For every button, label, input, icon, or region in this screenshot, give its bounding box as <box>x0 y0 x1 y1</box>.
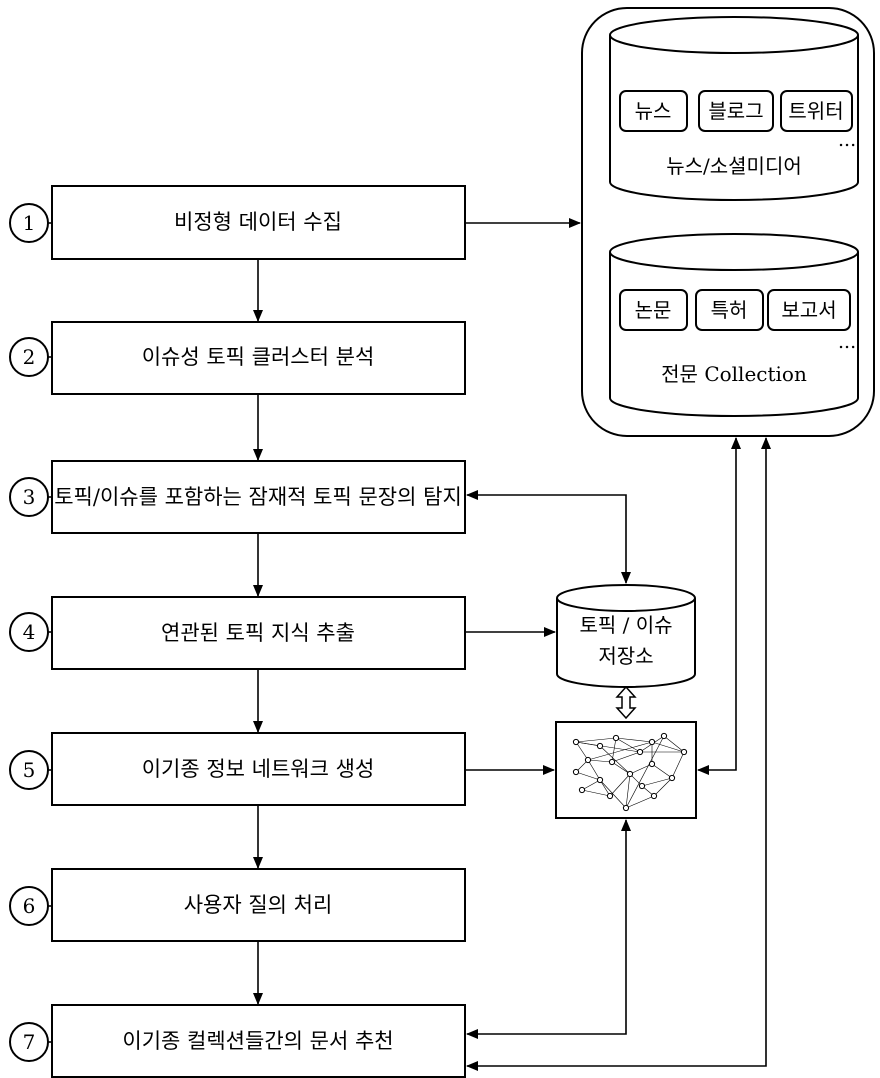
blog-item-label: 블로그 <box>708 99 763 123</box>
step-label: 연관된 토픽 지식 추출 <box>161 621 355 645</box>
news-item-label: 뉴스 <box>635 99 672 123</box>
step-number: 7 <box>23 1030 36 1054</box>
step-label: 이기종 정보 네트워크 생성 <box>142 757 375 781</box>
cylinder-top <box>610 17 858 53</box>
step-label: 비정형 데이터 수집 <box>174 210 342 234</box>
step-number: 2 <box>23 345 36 369</box>
paper-item-label: 논문 <box>635 298 672 322</box>
topic-issue-store-db: 토픽 / 이슈 저장소 <box>557 585 695 687</box>
step-label: 이슈성 토픽 클러스터 분석 <box>142 345 375 369</box>
step-1: 1 비정형 데이터 수집 <box>10 186 465 259</box>
step-label: 사용자 질의 처리 <box>184 893 333 917</box>
professional-collection-db: 논문 특허 보고서 ... 전문 Collection <box>610 234 858 416</box>
store-network-link-arrow <box>617 687 635 718</box>
pro-db-label: 전문 Collection <box>661 362 807 386</box>
topic-store-label-line2: 저장소 <box>598 644 653 668</box>
ellipsis: ... <box>838 331 856 353</box>
patent-item-label: 특허 <box>711 298 748 322</box>
step-6: 6 사용자 질의 처리 <box>10 869 465 941</box>
step-5: 5 이기종 정보 네트워크 생성 <box>10 733 465 805</box>
news-db-label: 뉴스/소셜미디어 <box>666 154 802 178</box>
report-item-label: 보고서 <box>781 298 836 322</box>
step-number: 6 <box>23 894 36 918</box>
step-number: 5 <box>23 758 36 782</box>
cylinder-body <box>610 252 858 416</box>
arrow-network-collections-bidirectional <box>698 438 736 770</box>
twitter-item-label: 트위터 <box>788 99 843 123</box>
arrow-step3-store-bidirectional <box>467 495 626 583</box>
step-7: 7 이기종 컬렉션들간의 문서 추천 <box>10 1005 465 1077</box>
step-number: 3 <box>23 485 36 509</box>
step-label: 이기종 컬렉션들간의 문서 추천 <box>122 1029 393 1053</box>
step-number: 1 <box>23 211 36 235</box>
topic-store-label-line1: 토픽 / 이슈 <box>579 613 672 637</box>
step-3: 3 토픽/이슈를 포함하는 잠재적 토픽 문장의 탐지 <box>10 461 465 533</box>
arrow-step7-network-bidirectional <box>467 820 626 1034</box>
step-2: 2 이슈성 토픽 클러스터 분석 <box>10 322 465 394</box>
cylinder-top <box>610 234 858 270</box>
cylinder-top <box>557 585 695 611</box>
step-number: 4 <box>23 620 36 644</box>
step-4: 4 연관된 토픽 지식 추출 <box>10 597 465 669</box>
ellipsis: ... <box>838 129 856 151</box>
step-label: 토픽/이슈를 포함하는 잠재적 토픽 문장의 탐지 <box>54 485 462 509</box>
news-social-db: 뉴스 블로그 트위터 ... 뉴스/소셜미디어 <box>610 17 858 200</box>
